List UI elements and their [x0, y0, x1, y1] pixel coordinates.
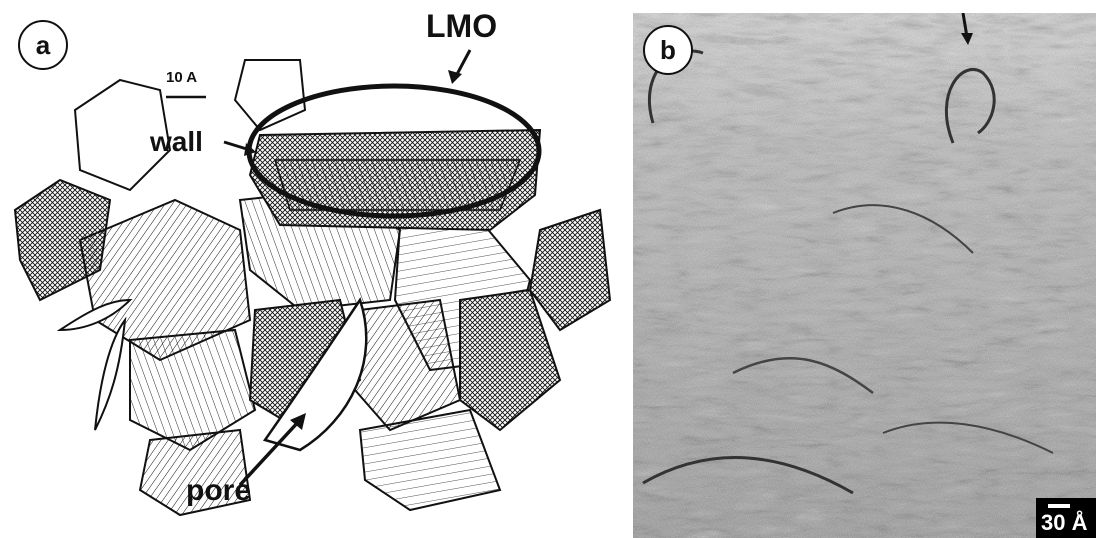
panel-b-micrograph: b 30 Å: [633, 13, 1096, 538]
panel-label-b: b: [643, 25, 693, 75]
pore-label: pore: [186, 476, 251, 506]
scale-label-a: 10 A: [166, 70, 197, 85]
panel-label-a: a: [18, 20, 68, 70]
lmo-structure-drawing: [0, 0, 620, 538]
scale-bar-line: [1048, 504, 1070, 508]
wall-label: wall: [150, 128, 203, 156]
panel-a-drawing: a LMO wall pore 10 A: [0, 0, 620, 538]
lmo-label: LMO: [426, 10, 497, 42]
scale-bar-b: 30 Å: [1036, 498, 1096, 538]
tem-micrograph: [633, 13, 1096, 538]
scale-label-b: 30 Å: [1041, 512, 1087, 534]
